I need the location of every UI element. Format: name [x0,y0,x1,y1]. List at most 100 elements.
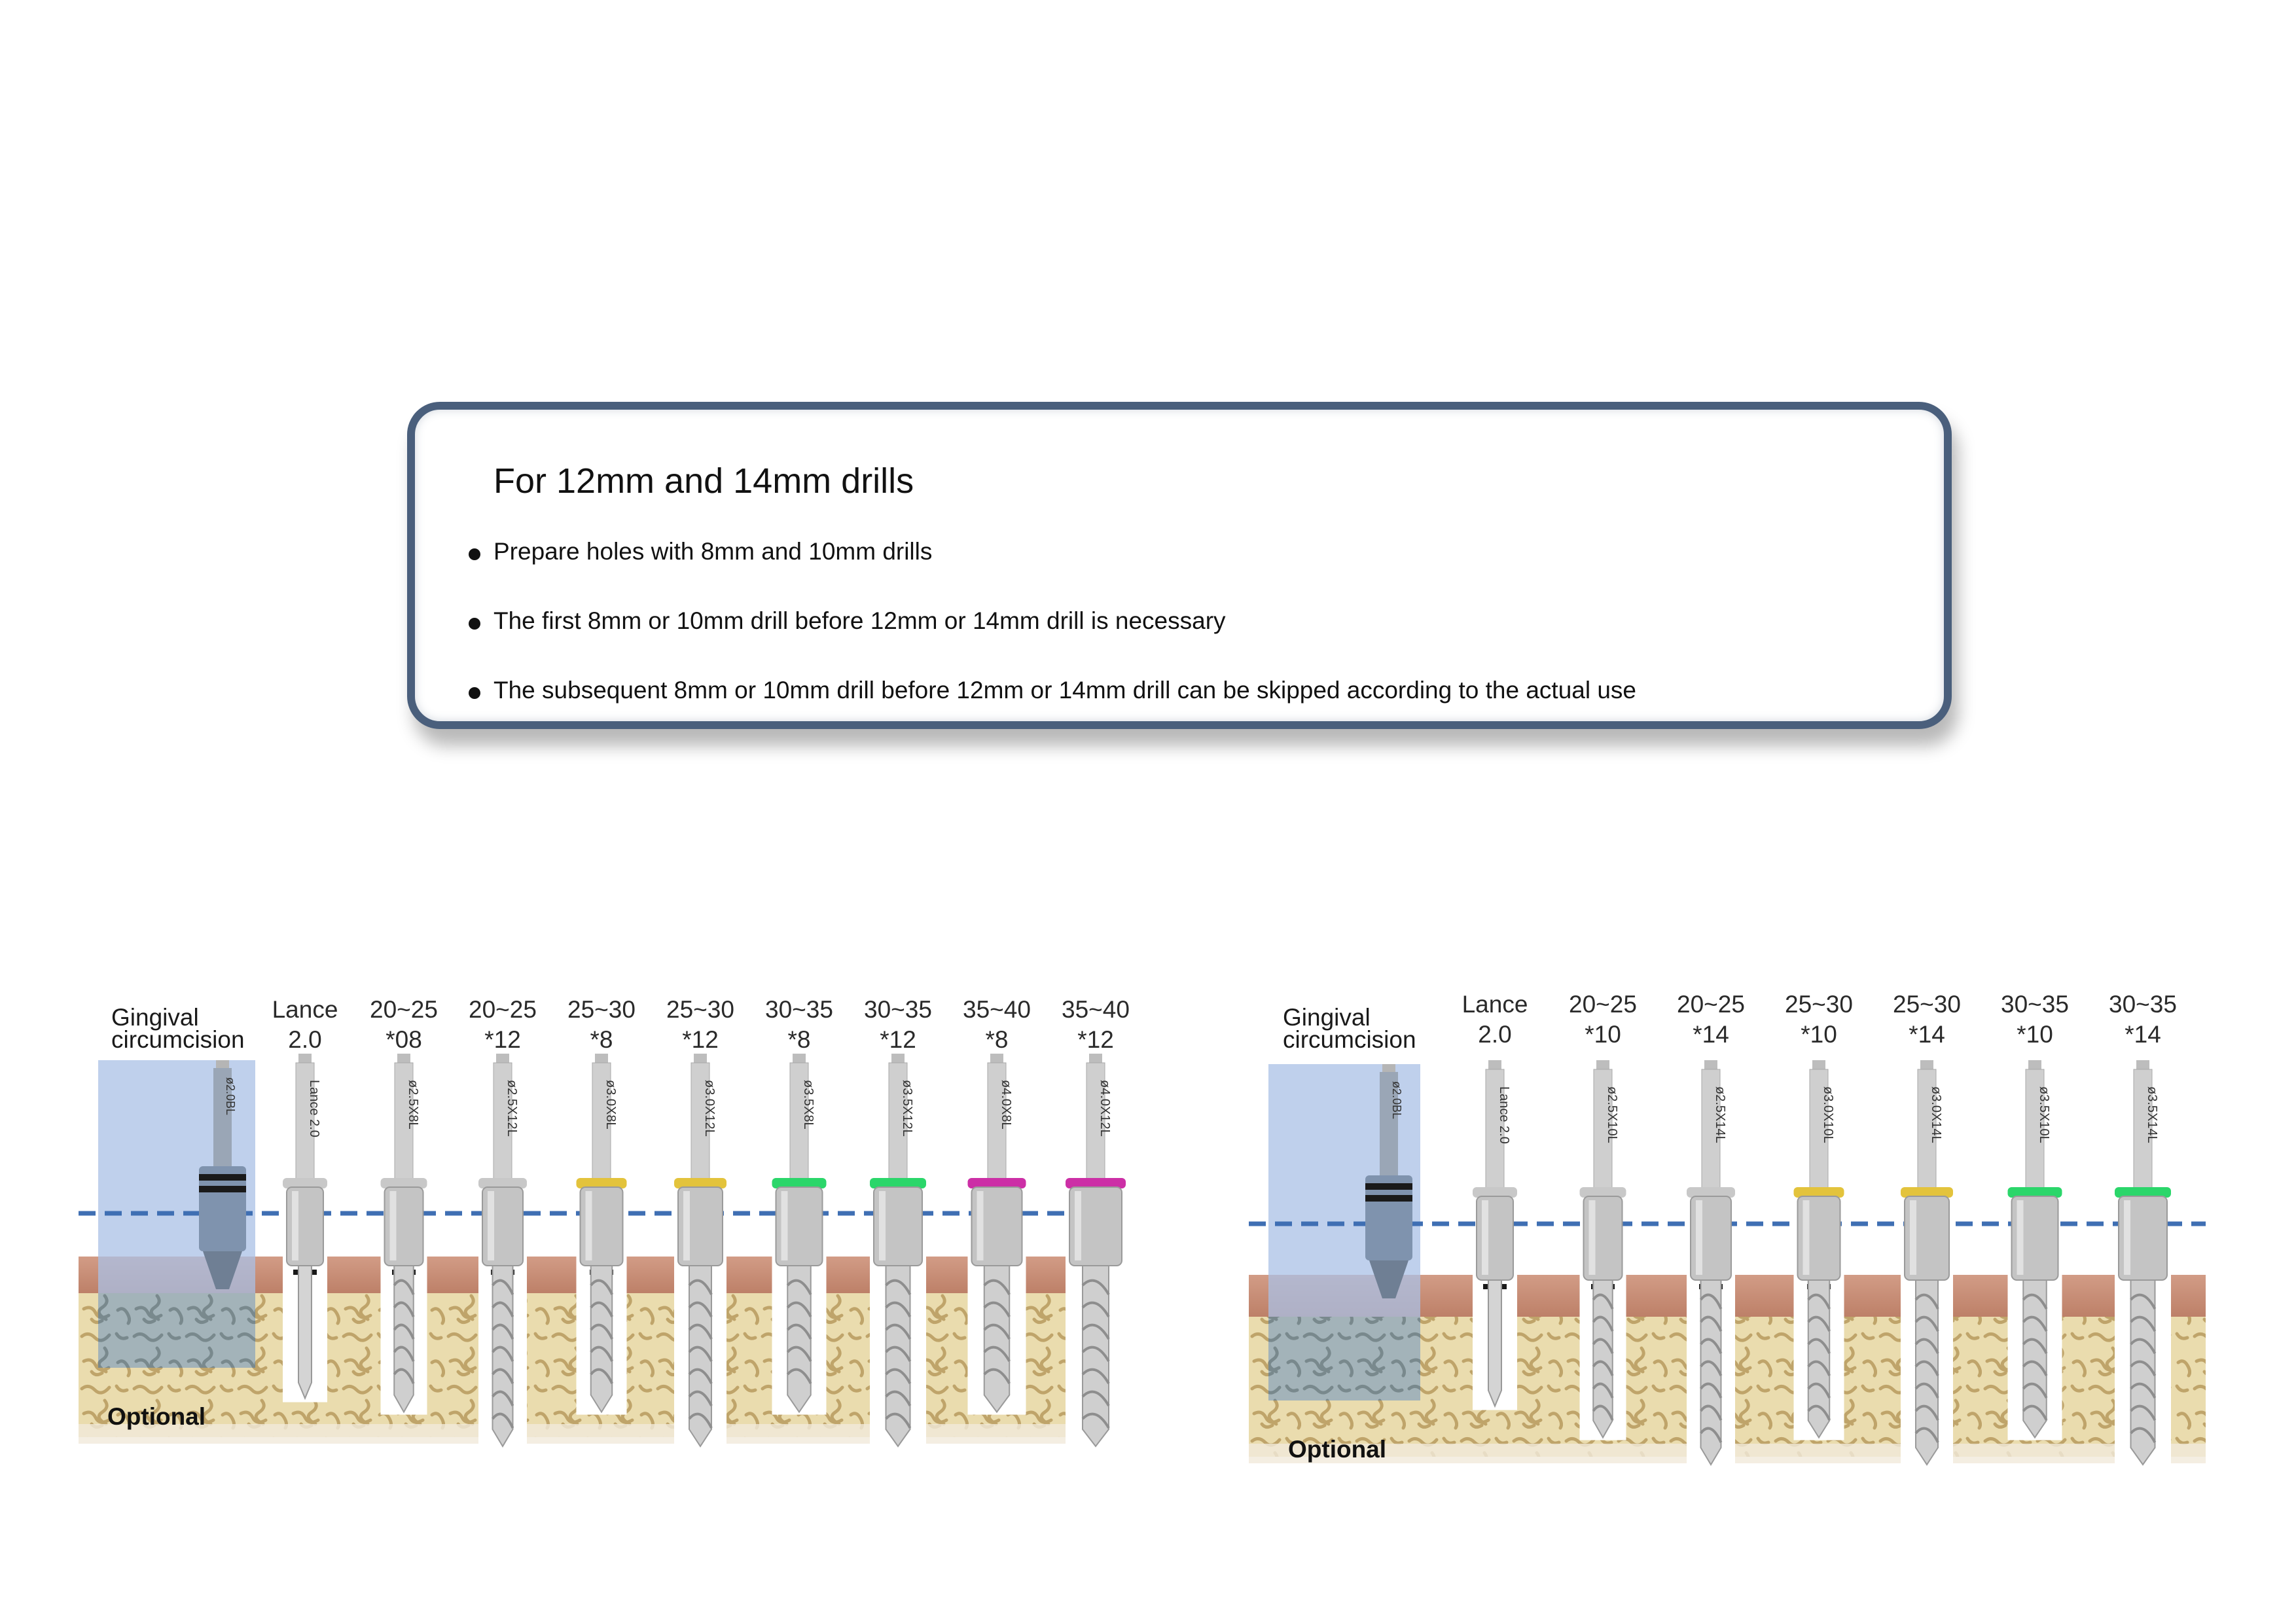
drill-color-ring [1473,1187,1517,1198]
drill-color-ring [674,1178,726,1188]
drill-flute-groove [2130,1382,2157,1399]
drill-length-label: *8 [985,1026,1009,1053]
drill-flute-groove [1592,1404,1614,1421]
drill-color-ring [1687,1187,1735,1198]
drill-shank [987,1062,1007,1183]
drill-flute-groove [1081,1368,1110,1385]
drill-flute-groove [1699,1315,1723,1332]
drill-marking: Lance 2.0 [307,1080,321,1137]
drill-size-label: Lance [1462,991,1528,1018]
drill-length-label: *10 [2017,1021,2053,1048]
drill-size-label: 20~25 [1569,991,1637,1018]
drill-length-label: *14 [1909,1021,1945,1048]
drill-flute-groove [1081,1346,1110,1363]
drill-cutting-flute [1592,1279,1613,1439]
drill-color-ring [772,1178,827,1188]
drill-flute-groove [688,1368,713,1384]
drill-2: ø2.5X8L [380,1054,427,1415]
drill-flute-groove [1592,1382,1614,1399]
drill-shank-tip [2028,1060,2041,1069]
drill-flute-groove [1081,1301,1110,1318]
drill-length-label: *10 [1585,1021,1621,1048]
drill-size-label: 30~35 [2001,991,2069,1018]
drill-flute-groove [1807,1382,1831,1399]
drill-shank-tip [694,1054,707,1063]
drill-cutting-tip [298,1265,312,1400]
tool-band [199,1186,246,1192]
drill-cutting-flute [492,1265,514,1448]
tool-shaft [1380,1072,1398,1175]
drill-flute-groove [393,1279,415,1295]
drill-flute-groove [1807,1404,1831,1421]
drill-flute-groove [590,1279,614,1295]
optional-label: Optional [107,1403,206,1430]
drill-shank [1917,1069,1937,1192]
drill-length-label: *14 [2125,1021,2161,1048]
drill-shank-tip [1089,1054,1102,1063]
drill-flute-groove [2130,1338,2157,1354]
drill-flute-groove [1081,1279,1110,1296]
drill-9: ø4.0X12L [1066,1054,1126,1449]
drill-flute-groove [1699,1293,1723,1310]
drill-flute-groove [1592,1360,1614,1376]
drill-flute-groove [590,1301,614,1317]
drill-shank-tip [990,1054,1003,1063]
drill-color-ring [576,1178,627,1188]
drill-shank [493,1062,512,1183]
gingival-punch-tool: ø2.0BL [1365,1064,1412,1298]
drill-flute-groove [393,1301,415,1317]
drill-flute-groove [1914,1427,1939,1443]
drill-flute-groove [885,1346,912,1362]
drill-shank-tip [1704,1060,1717,1069]
drill-2: ø2.5X10L [1579,1060,1626,1440]
drill-cutting-flute [1700,1279,1722,1466]
drill-size-label: 30~35 [864,996,932,1023]
drill-flute-groove [1592,1338,1614,1354]
drill-flute-groove [688,1412,713,1429]
drill-marking: ø2.5X10L [1605,1086,1619,1143]
drill-flute-groove [393,1346,415,1362]
drill-flute-groove [1592,1315,1614,1332]
drill-size-label: 30~35 [2109,991,2177,1018]
drill-6: ø3.5X10L [2007,1060,2062,1440]
tool-marking: ø2.0BL [224,1077,237,1115]
drill-7: ø3.5X14L [2115,1060,2171,1467]
drill-flute-groove [491,1390,514,1406]
info-title: For 12mm and 14mm drills [493,461,914,501]
drill-marking: ø3.0X12L [702,1080,717,1137]
drill-flute-groove [1592,1293,1614,1310]
drill-color-ring [2115,1187,2171,1198]
drill-flute-groove [1914,1315,1939,1332]
drill-size-label: 20~25 [370,996,438,1023]
tool-punch-blade [1369,1260,1408,1298]
drill-7: ø3.5X12L [870,1054,926,1449]
drill-flute-groove [688,1390,713,1406]
drill-flute-groove [885,1323,912,1340]
drill-length-label: *8 [590,1026,613,1053]
drill-3: ø2.5X14L [1687,1060,1735,1467]
gingival-label-line2: circumcision [111,1026,245,1053]
tool-band [199,1174,246,1181]
drill-1: Lance 2.0 [1473,1060,1517,1410]
drill-size-label: 30~35 [765,996,833,1023]
drill-cutting-flute [689,1265,712,1448]
drill-flute-groove [983,1323,1011,1340]
drill-flute-groove [2130,1427,2157,1443]
drill-length-label: *12 [682,1026,719,1053]
drill-1: Lance 2.0 [283,1054,327,1402]
drill-color-ring [1793,1187,1844,1198]
drill-size-label: 20~25 [1677,991,1745,1018]
drill-flute-groove [1699,1427,1723,1443]
drill-cutting-flute [1082,1265,1109,1448]
drill-shank [789,1062,809,1183]
drill-flute-groove [1081,1412,1110,1429]
drill-flute-groove [1807,1293,1831,1310]
drill-shank [592,1062,611,1183]
drill-5: ø3.0X14L [1901,1060,1953,1467]
drill-cutting-flute [1807,1279,1831,1439]
drill-flute-groove [786,1346,812,1362]
drill-marking: ø3.5X12L [900,1080,914,1137]
drill-cutting-flute [1915,1279,1939,1466]
drill-shank [1701,1069,1721,1192]
drill-flute-groove [2130,1360,2157,1376]
